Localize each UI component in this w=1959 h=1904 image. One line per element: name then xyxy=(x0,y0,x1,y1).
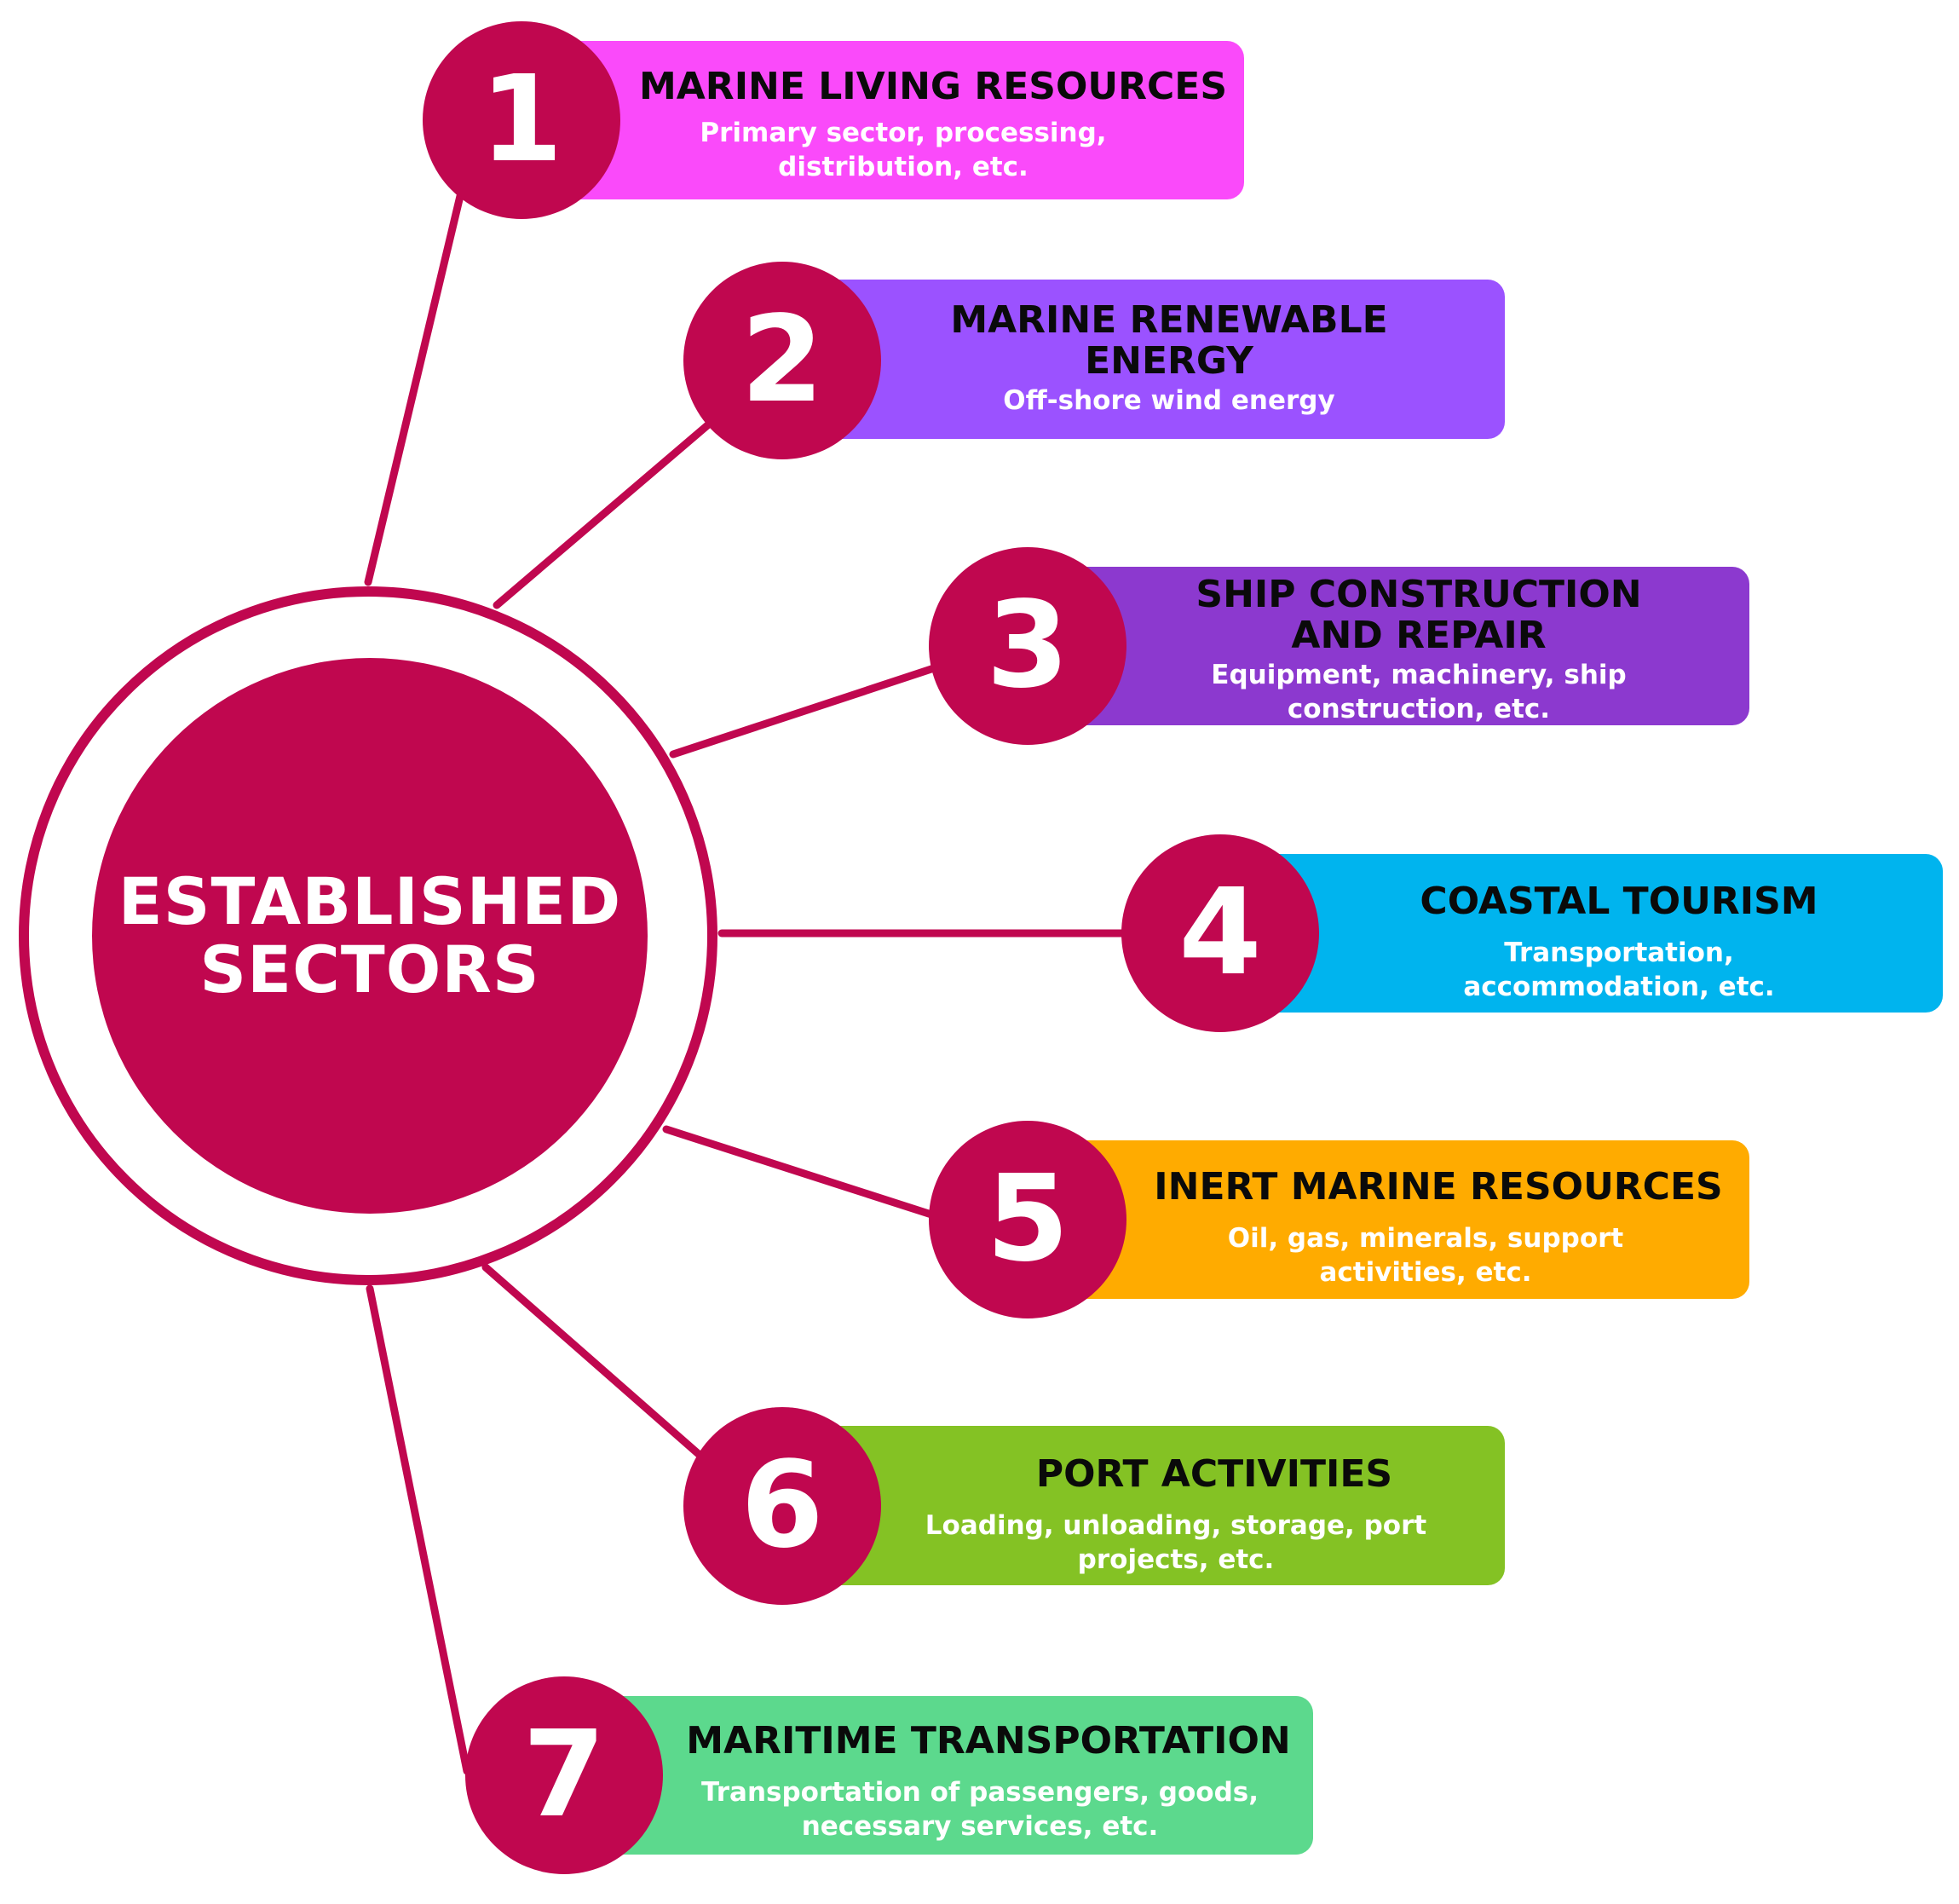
center-title-line-1: ESTABLISHED xyxy=(118,863,622,939)
sector-text-4: COASTAL TOURISM Transportation, accommod… xyxy=(1329,881,1909,1004)
sector-text-5: INERT MARINE RESOURCES Oil, gas, mineral… xyxy=(1132,1167,1745,1290)
sector-text-3: SHIP CONSTRUCTION AND REPAIR Equipment, … xyxy=(1138,574,1700,726)
sector-card-1 xyxy=(558,41,1244,199)
sector-title-2: MARINE RENEWABLE ENERGY xyxy=(950,298,1388,383)
connector-line-3 xyxy=(669,664,938,759)
sector-card-3 xyxy=(1065,567,1749,725)
sector-card-6 xyxy=(820,1426,1505,1585)
sector-title-5: INERT MARINE RESOURCES xyxy=(1154,1165,1723,1209)
sector-card-7 xyxy=(601,1696,1313,1855)
sector-text-2: MARINE RENEWABLE ENERGY Off-shore wind e… xyxy=(896,300,1442,418)
sector-description-6: Loading, unloading, storage, port projec… xyxy=(925,1510,1427,1575)
sector-badge-4: 4 xyxy=(1121,834,1319,1032)
sector-badge-3: 3 xyxy=(929,547,1126,745)
sector-description-3: Equipment, machinery, ship construction,… xyxy=(1211,660,1627,724)
sector-title-4: COASTAL TOURISM xyxy=(1420,880,1818,923)
sector-description-5: Oil, gas, minerals, support activities, … xyxy=(1227,1223,1624,1288)
sector-text-7: MARITIME TRANSPORTATION Transportation o… xyxy=(665,1721,1312,1843)
sector-card-2 xyxy=(820,280,1505,439)
sector-badge-1: 1 xyxy=(423,21,620,219)
connector-line-1 xyxy=(364,192,464,586)
sector-description-7: Transportation of passengers, goods, nec… xyxy=(701,1777,1259,1842)
sector-number-2: 2 xyxy=(740,291,824,430)
sector-number-1: 1 xyxy=(480,50,563,189)
sector-title-7: MARITIME TRANSPORTATION xyxy=(686,1719,1291,1763)
center-title-line-2: SECTORS xyxy=(199,932,540,1007)
connector-line-5 xyxy=(662,1125,936,1219)
connector-line-6 xyxy=(481,1263,712,1466)
sector-card-5 xyxy=(1065,1140,1749,1299)
sector-badge-5: 5 xyxy=(929,1121,1126,1318)
sector-number-7: 7 xyxy=(522,1705,606,1844)
sector-title-6: PORT ACTIVITIES xyxy=(1035,1452,1393,1496)
sector-badge-2: 2 xyxy=(683,262,881,459)
sector-description-4: Transportation, accommodation, etc. xyxy=(1463,938,1775,1002)
sector-description-1: Primary sector, processing, distribution… xyxy=(700,118,1107,182)
sector-number-3: 3 xyxy=(986,576,1069,715)
sector-number-4: 4 xyxy=(1178,863,1262,1002)
sector-description-2: Off-shore wind energy xyxy=(1003,385,1335,416)
connector-line-7 xyxy=(366,1284,471,1775)
sector-text-1: MARINE LIVING RESOURCES Primary sector, … xyxy=(626,66,1240,184)
center-circle: ESTABLISHED SECTORS xyxy=(92,658,648,1214)
sector-title-3: SHIP CONSTRUCTION AND REPAIR xyxy=(1196,573,1642,657)
sector-number-6: 6 xyxy=(740,1436,824,1575)
sector-badge-6: 6 xyxy=(683,1407,881,1605)
sector-number-5: 5 xyxy=(986,1150,1069,1289)
sector-card-4 xyxy=(1257,854,1943,1013)
sector-badge-7: 7 xyxy=(465,1676,663,1874)
connector-line-2 xyxy=(493,418,716,609)
sector-text-6: PORT ACTIVITIES Loading, unloading, stor… xyxy=(886,1454,1466,1577)
sector-title-1: MARINE LIVING RESOURCES xyxy=(638,65,1228,108)
